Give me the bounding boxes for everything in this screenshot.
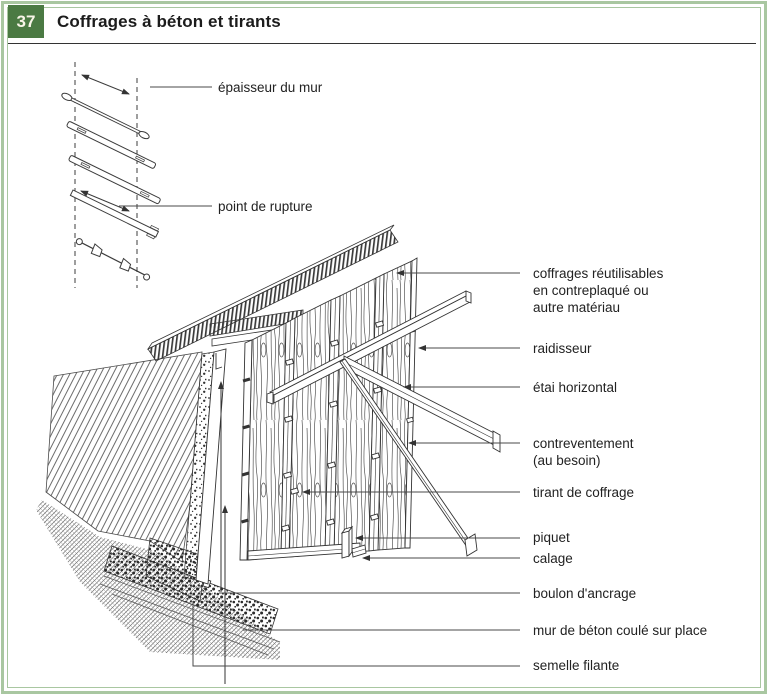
waler-beam — [266, 290, 472, 405]
cone-snap-tie-icon — [75, 238, 151, 281]
plywood-sheet — [288, 299, 332, 558]
channel-tie-icon — [69, 189, 160, 240]
wall-thickness-dimension-arrow — [81, 74, 130, 95]
back-form-panel — [195, 348, 227, 585]
strap-tie-icon — [66, 121, 157, 169]
label-break-point: point de rupture — [218, 199, 313, 214]
label-anchor-bolt: boulon d'ancrage — [533, 586, 637, 601]
snap-tie-icon — [61, 92, 150, 140]
break-point-dimension-arrow — [80, 190, 130, 212]
leader-strip-footing — [192, 601, 520, 667]
label-bracing: contreventement (au besoin) — [533, 436, 634, 468]
label-reusable-forms: coffrages réutilisables en contreplaqué … — [533, 266, 664, 315]
form-tie-clips — [281, 320, 416, 532]
plywood-sheet — [246, 322, 287, 561]
stake — [340, 525, 354, 559]
pour-height-arrows — [218, 381, 228, 684]
figure-title: Coffrages à béton et tirants — [57, 12, 281, 31]
form-tie-types-detail — [61, 62, 161, 288]
figure-number-badge: 37 — [8, 5, 44, 38]
label-stake: piquet — [533, 530, 570, 545]
strap-tie-icon — [68, 155, 161, 205]
label-cast-wall: mur de béton coulé sur place — [533, 623, 708, 638]
label-strip-footing: semelle filante — [533, 658, 620, 673]
label-wall-thickness: épaisseur du mur — [218, 80, 323, 95]
tie-ladder-strip — [239, 339, 253, 561]
label-blocking: calage — [533, 551, 573, 566]
label-form-tie: tirant de coffrage — [533, 485, 635, 500]
label-stiffener: raidisseur — [533, 341, 592, 356]
title-rule — [8, 43, 756, 44]
label-horizontal-shore: étai horizontal — [533, 380, 618, 395]
leader-lines — [119, 86, 520, 667]
diagonal-brace — [339, 358, 478, 557]
blocking-wedge — [351, 544, 367, 558]
ground-lines — [99, 575, 281, 656]
